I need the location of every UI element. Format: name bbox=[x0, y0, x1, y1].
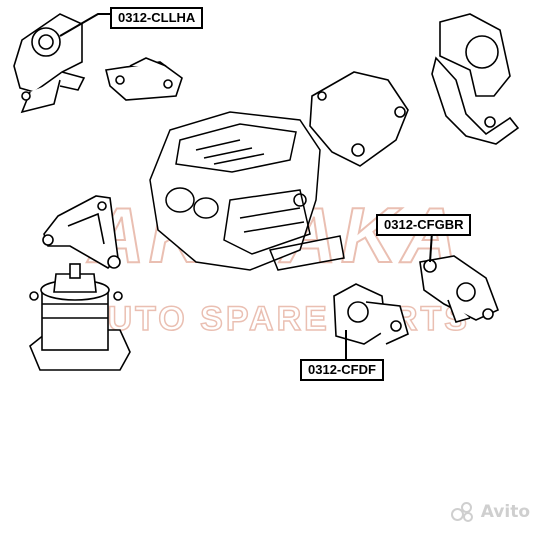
avito-watermark: Avito bbox=[450, 502, 530, 522]
hydraulic-mount-drawing bbox=[29, 263, 131, 371]
part-label-cllha: 0312-CLLHA bbox=[110, 7, 204, 29]
left-bracket-drawing bbox=[42, 195, 121, 270]
part-label-cfgbr: 0312-CFGBR bbox=[376, 214, 472, 236]
avito-text: Avito bbox=[480, 502, 530, 522]
engine-block-drawing bbox=[149, 111, 345, 271]
watermark-tagline: AUTO SPARE PARTS bbox=[80, 300, 470, 338]
mount-cfdf-drawing bbox=[333, 283, 409, 345]
part-label-cfdf: 0312-CFDF bbox=[300, 359, 384, 381]
mount-cfgbr-drawing bbox=[419, 255, 500, 323]
avito-logo-icon bbox=[450, 502, 475, 522]
mount-top-right-drawing bbox=[309, 13, 520, 167]
